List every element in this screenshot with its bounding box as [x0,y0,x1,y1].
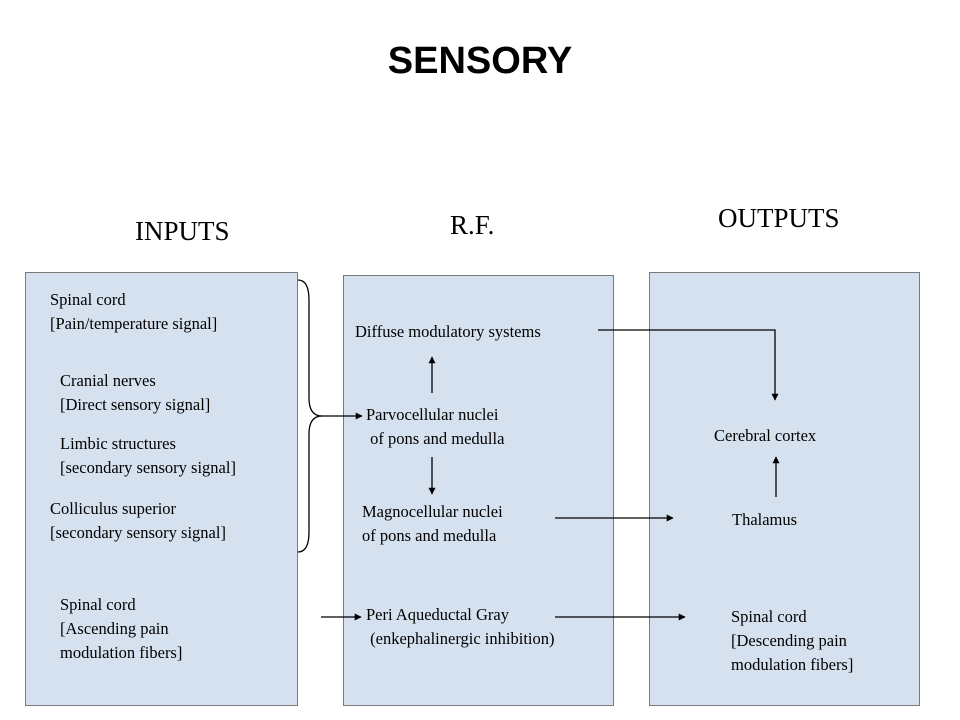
input-spinal-pain-label: Spinal cord [Pain/temperature signal] [50,288,217,336]
outputs-heading: OUTPUTS [718,203,840,233]
rf-magno-label: Magnocellular nuclei of pons and medulla [362,500,503,548]
rf-parvo-label: Parvocellular nuclei of pons and medulla [366,403,504,451]
input-spinal-ascending-line-1: Spinal cord [60,595,136,614]
input-colliculus-label: Colliculus superior [secondary sensory s… [50,497,226,545]
input-brace [297,279,323,553]
rf-pag-label: Peri Aqueductal Gray (enkephalinergic in… [366,603,554,651]
rf-diffuse-label: Diffuse modulatory systems [355,320,541,344]
output-thalamus-label: Thalamus [732,508,797,532]
rf-magno-line-1: Magnocellular nuclei [362,502,503,521]
input-spinal-pain-line-1: Spinal cord [50,290,126,309]
input-spinal-ascending-line-3: modulation fibers] [60,643,183,662]
rf-heading: R.F. [450,210,495,240]
rf-pag-line-1: Peri Aqueductal Gray [366,605,509,624]
output-spinal-descending-line-3: modulation fibers] [731,655,854,674]
output-cortex-label: Cerebral cortex [714,424,816,448]
input-limbic-label: Limbic structures [secondary sensory sig… [60,432,236,480]
inputs-heading: INPUTS [135,216,230,246]
input-spinal-ascending-line-2: [Ascending pain [60,619,169,638]
rf-pag-line-2: (enkephalinergic inhibition) [366,629,555,648]
input-limbic-line-1: Limbic structures [60,434,176,453]
rf-parvo-line-1: Parvocellular nuclei [366,405,499,424]
input-spinal-pain-line-2: [Pain/temperature signal] [50,314,218,333]
output-cortex-line-1: Cerebral cortex [714,426,817,445]
output-spinal-descending-line-2: [Descending pain [731,631,847,650]
diffuse-to-cortex-arrow [598,329,779,401]
rf-parvo-line-2: of pons and medulla [366,429,505,448]
rf-magno-line-2: of pons and medulla [362,526,497,545]
inputs-panel [25,272,298,706]
rf-panel [343,275,614,706]
input-limbic-line-2: [secondary sensory signal] [60,458,236,477]
output-spinal-descending-line-1: Spinal cord [731,607,807,626]
input-cranial-line-1: Cranial nerves [60,371,156,390]
input-cranial-label: Cranial nerves [Direct sensory signal] [60,369,210,417]
output-spinal-descending-label: Spinal cord [Descending pain modulation … [731,605,853,677]
page-title: SENSORY [387,40,573,82]
input-cranial-line-2: [Direct sensory signal] [60,395,211,414]
outputs-panel [649,272,920,706]
input-colliculus-line-2: [secondary sensory signal] [50,523,226,542]
output-thalamus-line-1: Thalamus [732,510,798,529]
input-colliculus-line-1: Colliculus superior [50,499,177,518]
rf-diffuse-line-1: Diffuse modulatory systems [355,322,541,341]
input-spinal-ascending-label: Spinal cord [Ascending pain modulation f… [60,593,182,665]
